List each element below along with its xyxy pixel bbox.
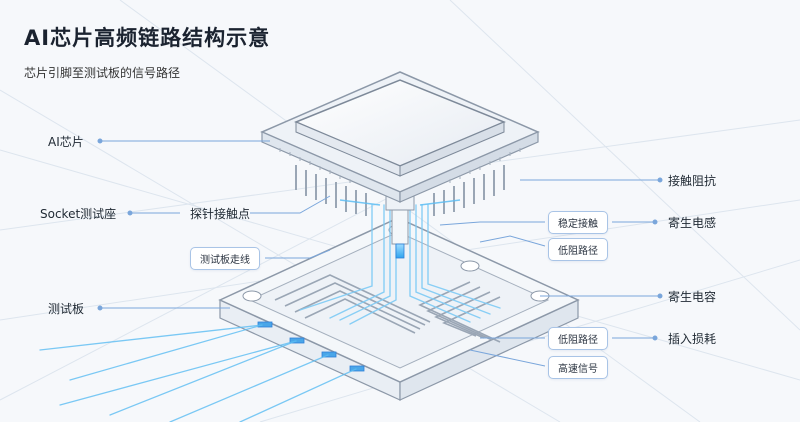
pill-stable-contact: 稳定接触 (548, 211, 608, 234)
leader-lines (97, 138, 663, 367)
label-socket: Socket测试座 (40, 207, 117, 221)
ai-chip (260, 71, 540, 203)
mounting-hole (242, 290, 262, 302)
label-ai-chip: AI芯片 (48, 135, 84, 149)
page-subtitle: 芯片引脚至测试板的信号路径 (24, 66, 181, 80)
label-parasitic-capacitance: 寄生电容 (668, 290, 717, 304)
pill-high-speed-signal: 高速信号 (548, 356, 608, 379)
page-title: AI芯片高频链路结构示意 (24, 26, 271, 50)
label-parasitic-inductance: 寄生电感 (668, 216, 717, 230)
chip-pins (295, 165, 505, 216)
label-insertion-loss: 插入损耗 (668, 332, 717, 346)
test-board (218, 217, 580, 401)
label-test-board: 测试板 (48, 302, 85, 316)
label-contact-resistance: 接触阻抗 (668, 174, 717, 188)
mounting-hole (460, 260, 480, 272)
pill-board-trace: 测试板走线 (190, 247, 260, 270)
pill-low-path-upper: 低阻路径 (548, 238, 608, 261)
label-probe-contact: 探针接触点 (190, 207, 251, 221)
pill-low-path-lower: 低阻路径 (548, 327, 608, 350)
